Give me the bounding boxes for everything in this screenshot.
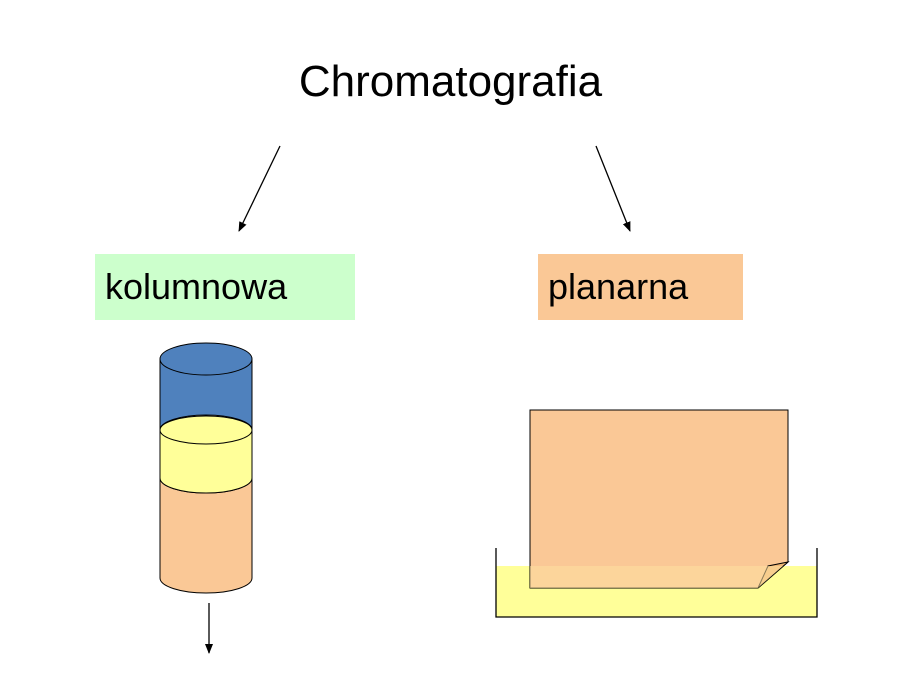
label-column-text: kolumnowa bbox=[105, 266, 288, 307]
label-planar-text: planarna bbox=[548, 266, 689, 307]
planar-sheet bbox=[529, 409, 789, 589]
tank-outline bbox=[495, 548, 818, 618]
label-planar-chromatography: planarna bbox=[538, 254, 743, 320]
column-segment-middle bbox=[159, 429, 253, 494]
diagram-title: Chromatografia bbox=[298, 57, 603, 106]
label-column-chromatography: kolumnowa bbox=[95, 254, 355, 320]
arrow-to-planar bbox=[595, 145, 631, 232]
column-cylinder bbox=[159, 342, 253, 594]
arrow-to-column bbox=[238, 145, 281, 232]
column-yellow-top-face bbox=[159, 415, 253, 445]
sheet-immersed-part bbox=[530, 566, 783, 588]
column-top-cap bbox=[159, 342, 253, 376]
column-segment-bottom bbox=[159, 477, 253, 594]
planar-setup bbox=[495, 409, 818, 618]
